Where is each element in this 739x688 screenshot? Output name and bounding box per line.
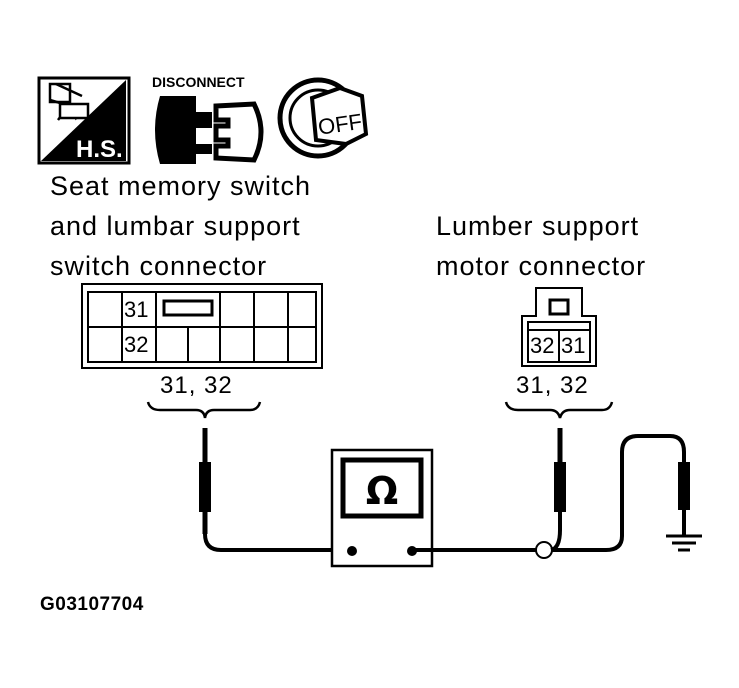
left-terminal-31: 31: [124, 297, 149, 322]
right-connector-face: [521, 287, 597, 367]
left-connector-caption-line-1: Seat memory switch: [50, 171, 312, 201]
right-connector-caption-line-2: motor connector: [436, 251, 647, 281]
ground-icon: [666, 534, 702, 552]
harness-sensor-icon: H.S.: [37, 76, 131, 165]
ohmmeter: Ω: [330, 448, 434, 568]
right-pin-brace: [504, 401, 614, 419]
ohm-symbol: Ω: [366, 469, 398, 513]
right-test-probe: [550, 428, 566, 552]
left-pin-label: 31, 32: [160, 372, 233, 399]
left-connector-caption-line-3: switch connector: [50, 251, 268, 281]
ignition-off-label: OFF: [317, 109, 364, 140]
harness-sensor-label: H.S.: [76, 136, 123, 163]
left-test-probe: [199, 428, 350, 552]
disconnect-label: DISCONNECT: [152, 74, 245, 90]
ignition-off-icon: OFF: [277, 77, 369, 159]
left-terminal-32: 32: [124, 332, 149, 357]
right-terminal-31: 31: [561, 333, 586, 358]
figure-id: G03107704: [40, 594, 144, 615]
left-pin-brace: [146, 401, 262, 419]
left-connector-face: [81, 283, 323, 369]
meter-terminal-left: [347, 546, 357, 556]
disconnect-connector-icon: DISCONNECT: [152, 74, 264, 164]
ground-lead: [552, 434, 690, 552]
right-terminal-32: 32: [530, 333, 555, 358]
junction-node: [535, 541, 553, 559]
right-pin-label: 31, 32: [516, 372, 589, 399]
right-connector-caption-line-1: Lumber support: [436, 211, 640, 241]
left-connector-caption-line-2: and lumbar support: [50, 211, 301, 241]
